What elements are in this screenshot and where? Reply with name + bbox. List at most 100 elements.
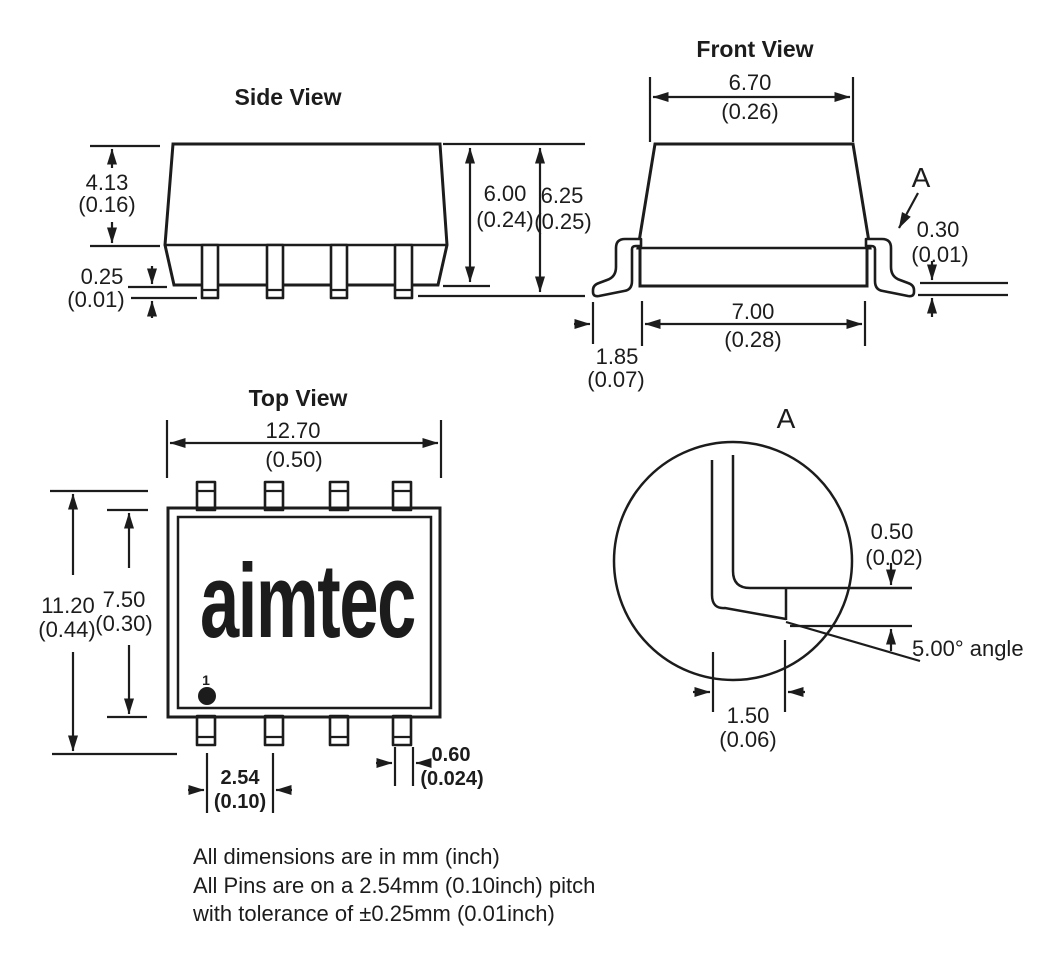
detail-a-circle [612, 440, 854, 682]
dim-extension-lines [640, 301, 867, 346]
front-view-dim-body-width: 7.00 (0.28) [640, 299, 867, 352]
dim-text-mm: 6.70 [729, 70, 772, 95]
dim-text-inch: (0.02) [865, 545, 922, 570]
dim-text-mm: 12.70 [265, 418, 320, 443]
dim-text-mm: 7.50 [103, 587, 146, 612]
dim-extension-lines [648, 77, 855, 142]
side-view-pin [200, 243, 220, 300]
dim-text-mm: 4.13 [86, 170, 129, 195]
top-view: Top View aimtec 1 [38, 385, 484, 813]
side-view-pins [200, 243, 414, 300]
dim-text-mm: 0.60 [432, 744, 471, 766]
front-view: Front View 6.70 (0.26) 7.00 (0.28) 1.85 [574, 36, 1008, 392]
dim-extension-lines [393, 747, 415, 786]
top-view-pin [195, 714, 217, 747]
side-view-dim-heights: 6.00 (0.24) 6.25 (0.25) [418, 142, 592, 298]
side-view-pin [393, 243, 414, 300]
dim-text-mm: 0.50 [871, 519, 914, 544]
dim-text-inch: (0.07) [587, 367, 644, 392]
dim-text-inch: (0.01) [911, 242, 968, 267]
side-view-title: Side View [235, 84, 342, 110]
top-view-pin [263, 480, 285, 512]
dim-text-inch: (0.10) [214, 791, 266, 813]
dim-text-mm: 6.25 [541, 183, 584, 208]
front-view-dim-lead-thickness: 0.30 (0.01) [911, 217, 1008, 317]
pin1-label: 1 [202, 672, 210, 688]
note-line-2: All Pins are on a 2.54mm (0.10inch) pitc… [193, 873, 595, 898]
front-view-right-lead [864, 237, 916, 298]
dim-reference-lines [918, 281, 1008, 297]
top-view-title: Top View [249, 385, 348, 411]
top-view-dim-pin-width: 0.60 (0.024) [376, 744, 484, 790]
aimtec-logo: aimtec [200, 543, 415, 660]
dim-text-inch: (0.24) [476, 207, 533, 232]
top-view-pin [391, 714, 413, 747]
dim-extension-lines [50, 489, 177, 756]
dim-text-mm: 6.00 [484, 181, 527, 206]
dim-extension-lines [90, 144, 160, 248]
detail-lead-inner-edge [731, 455, 912, 590]
top-view-pin [263, 714, 285, 747]
top-view-dim-pin-pitch: 2.54 (0.10) [188, 753, 292, 813]
dim-text-inch: (0.26) [721, 99, 778, 124]
dim-text-mm: 0.30 [917, 217, 960, 242]
dim-text-inch: (0.06) [719, 727, 776, 752]
dim-extension-lines [418, 142, 585, 298]
notes-block: All dimensions are in mm (inch) All Pins… [192, 844, 595, 926]
dim-extension-lines [711, 640, 787, 712]
dim-extension-lines [165, 420, 443, 478]
detail-a: A 0.50 (0.02) 5.00° angle 1.50 (0.06) [612, 403, 1024, 752]
note-line-3: with tolerance of ±0.25mm (0.01inch) [192, 901, 555, 926]
dim-extension-lines [205, 753, 275, 813]
detail-a-title: A [777, 403, 796, 434]
front-view-left-lead [591, 237, 643, 298]
detail-angle-callout: 5.00° angle [785, 620, 1024, 663]
side-view-dim-body-height: 4.13 (0.16) [78, 144, 160, 248]
pin1-dot [198, 687, 216, 705]
angle-label: 5.00° angle [912, 636, 1024, 661]
dim-text-mm: 1.50 [727, 703, 770, 728]
front-view-title: Front View [696, 36, 813, 62]
dim-text-inch: (0.44) [38, 617, 95, 642]
dim-text-inch: (0.024) [420, 768, 483, 790]
top-view-body-outline [166, 506, 442, 719]
note-line-1: All dimensions are in mm (inch) [193, 844, 500, 869]
angle-leader-line [785, 620, 921, 663]
top-view-pin [391, 480, 413, 512]
dim-text-mm: 1.85 [596, 344, 639, 369]
side-view: Side View 4.13 (0.16) 0.25 (0.01) [67, 84, 592, 318]
dim-text-inch: (0.01) [67, 287, 124, 312]
top-view-dim-body-depth: 7.50 (0.30) [95, 508, 153, 719]
top-view-body-inner-outline [176, 515, 433, 710]
detail-dim-foot-height: 0.50 (0.02) [865, 519, 923, 651]
dim-extension-lines [107, 508, 148, 719]
dim-text-mm: 7.00 [732, 299, 775, 324]
dim-text-mm: 0.25 [81, 264, 124, 289]
dim-text-inch: (0.28) [724, 327, 781, 352]
front-view-dim-lead-extension: 1.85 (0.07) [574, 302, 645, 392]
dim-text-inch: (0.25) [534, 209, 591, 234]
side-view-pin [265, 243, 285, 300]
detail-ref-label: A [912, 162, 931, 193]
front-view-detail-ref: A [898, 162, 931, 229]
top-view-pin [328, 714, 350, 747]
side-view-pin [329, 243, 349, 300]
top-view-pin [328, 480, 350, 512]
front-view-body [636, 142, 872, 288]
dim-extension-lines [128, 285, 197, 300]
front-view-dim-top-width: 6.70 (0.26) [648, 70, 855, 142]
dim-text-mm: 11.20 [41, 593, 94, 618]
dim-text-inch: (0.50) [265, 447, 322, 472]
dim-text-mm: 2.54 [221, 767, 261, 789]
top-view-pin [195, 480, 217, 512]
top-view-dim-overall-depth: 11.20 (0.44) [38, 489, 177, 756]
pin1-marker: 1 [198, 672, 216, 705]
detail-ref-leader-arrow [898, 192, 919, 229]
side-view-dim-standoff: 0.25 (0.01) [67, 264, 197, 318]
dim-text-inch: (0.16) [78, 192, 135, 217]
dim-text-inch: (0.30) [95, 611, 152, 636]
detail-lead-outer-edge [710, 460, 787, 621]
top-view-dim-overall-width: 12.70 (0.50) [165, 418, 443, 478]
